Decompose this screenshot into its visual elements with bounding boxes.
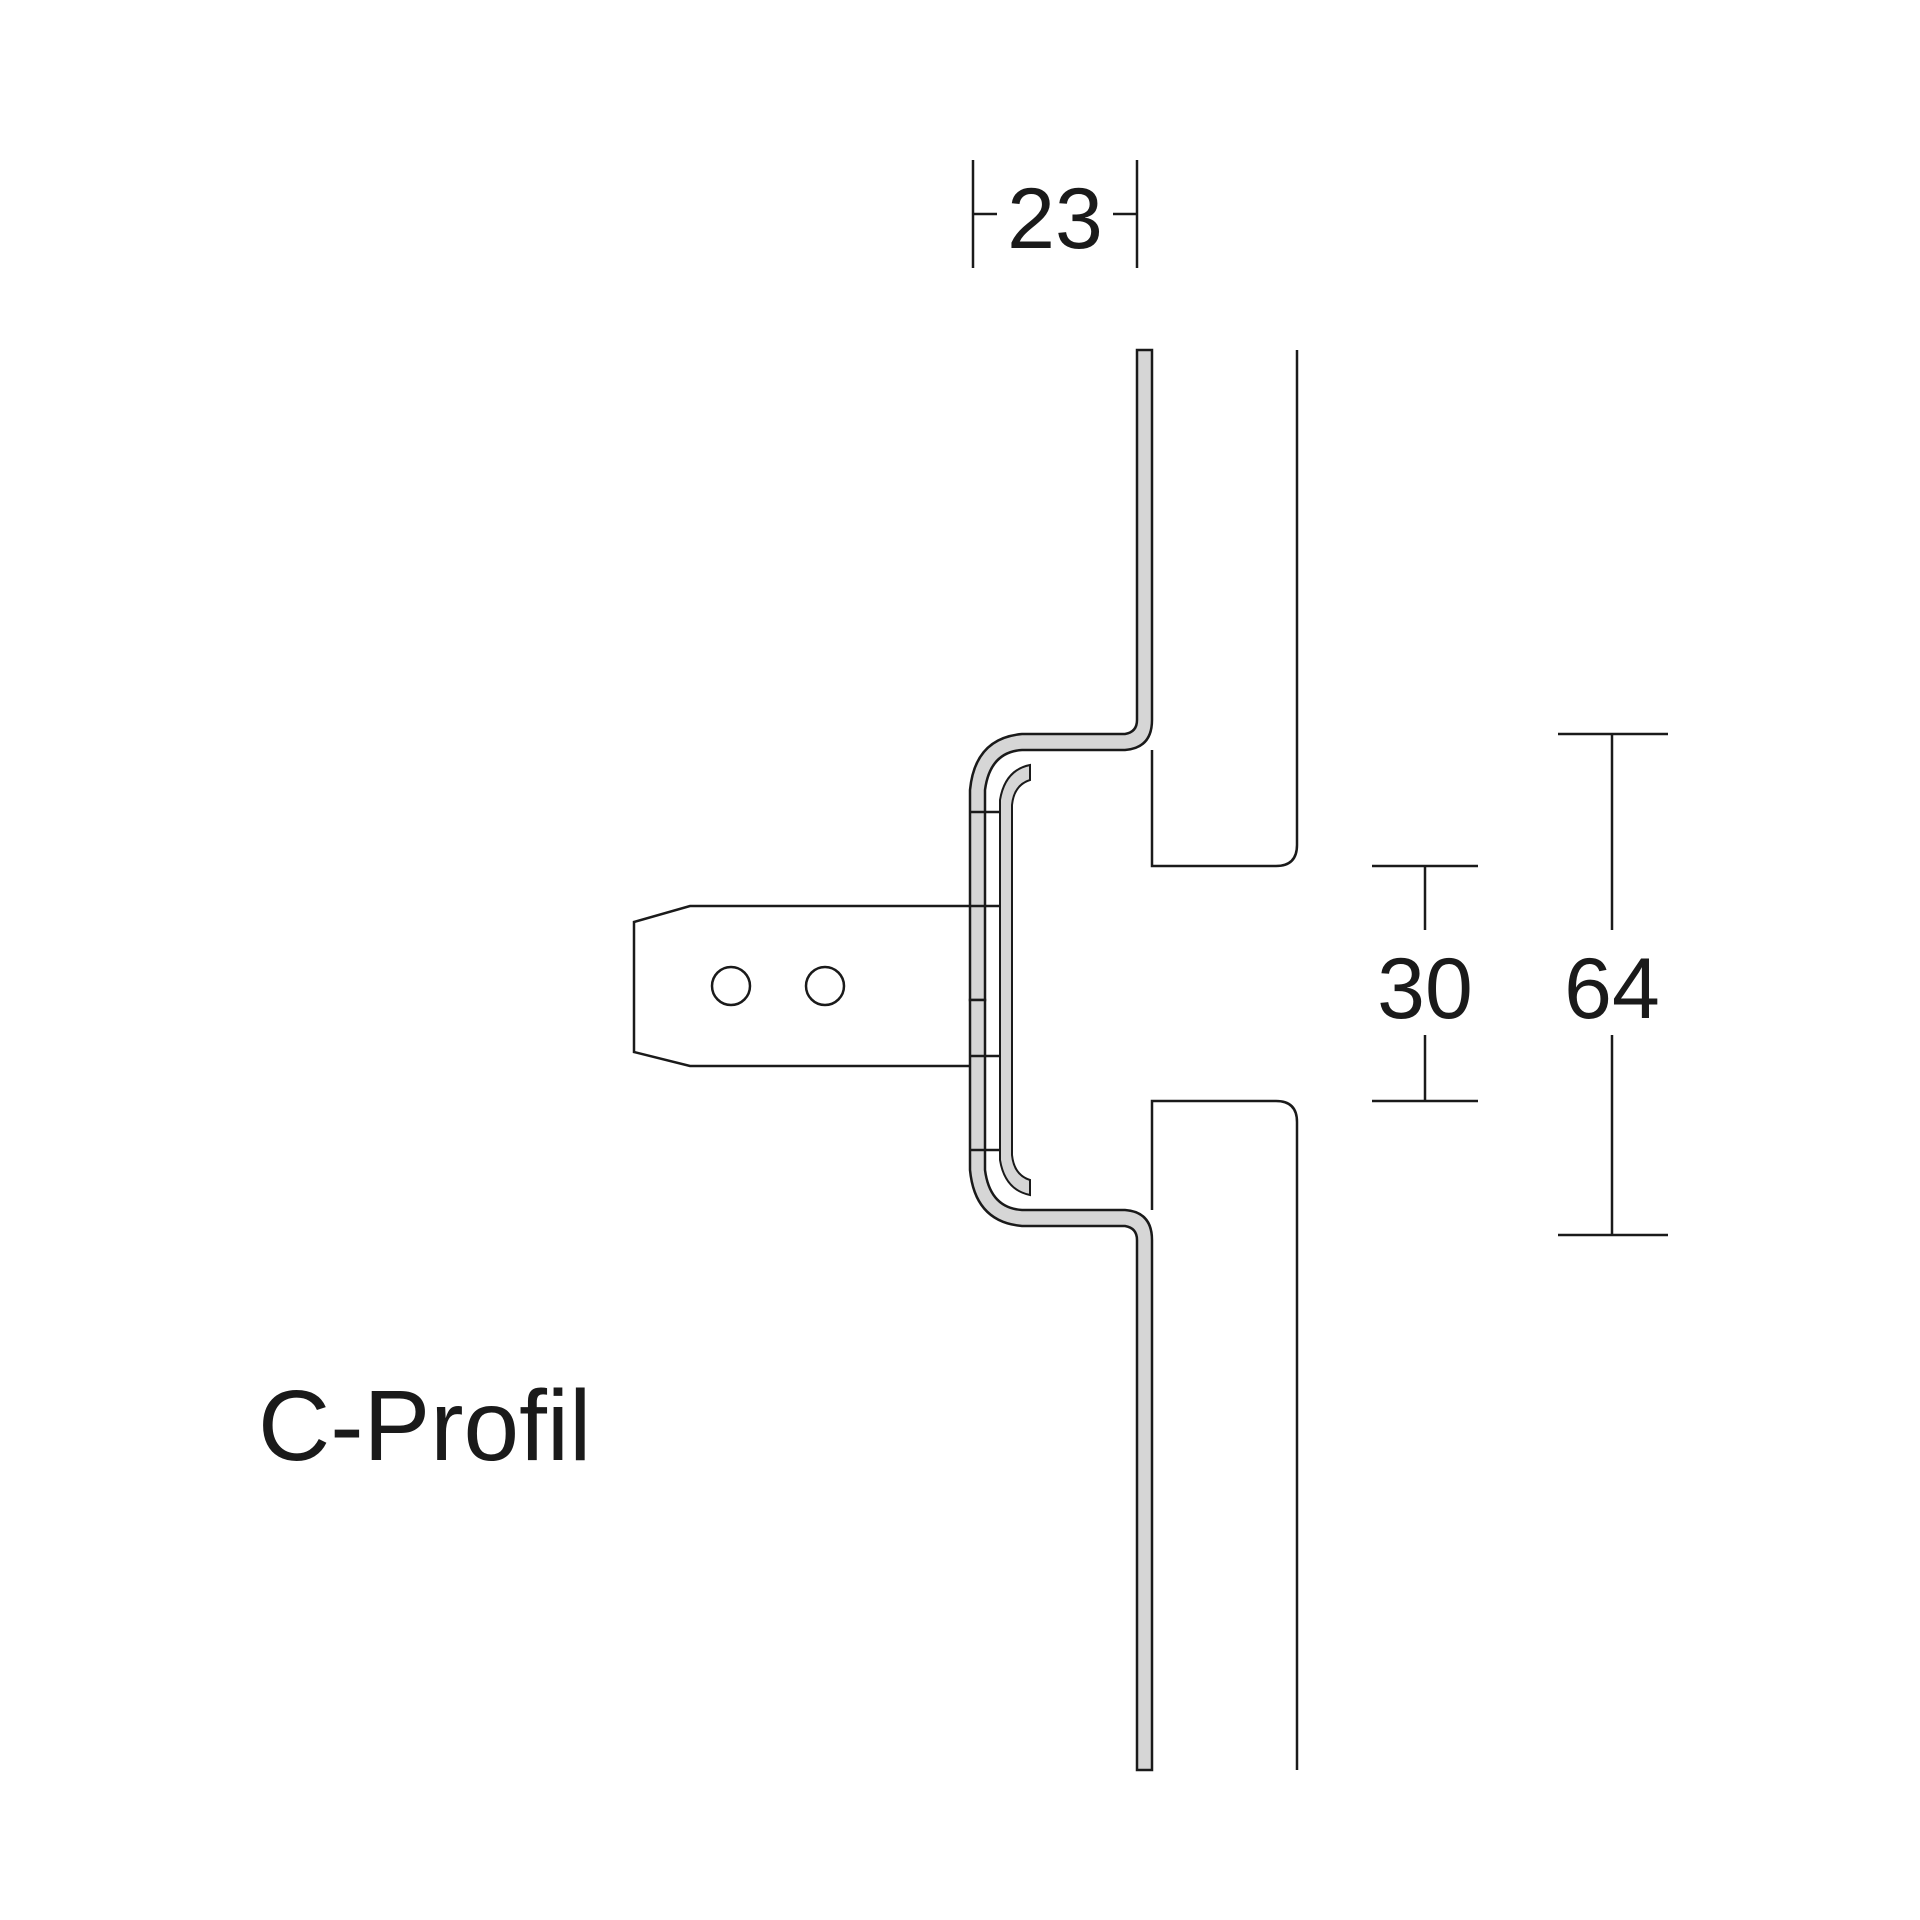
tab-hole-left	[710, 965, 752, 1007]
dimension-outer-height: 64	[1558, 732, 1668, 1237]
tab-hole-right	[804, 965, 846, 1007]
profile-body	[968, 348, 1154, 1772]
dimension-inner-opening: 30	[1372, 864, 1478, 1103]
mounting-tab	[632, 904, 970, 1068]
drawing-title: C-Profil	[258, 1370, 591, 1482]
dimension-label-outer: 64	[1564, 941, 1660, 1037]
lower-panel	[1150, 1099, 1299, 1770]
profile-lower-sheet	[968, 998, 1154, 1772]
dimension-label-inner: 30	[1377, 941, 1473, 1037]
dimension-label-width: 23	[1007, 171, 1103, 267]
upper-panel	[1150, 350, 1299, 868]
dimension-width-top: 23	[971, 160, 1139, 268]
tab-outline	[632, 904, 970, 1068]
panel-shapes	[1150, 350, 1299, 1770]
profile-inner-return	[999, 763, 1031, 1197]
profile-upper-sheet	[968, 348, 1154, 1002]
